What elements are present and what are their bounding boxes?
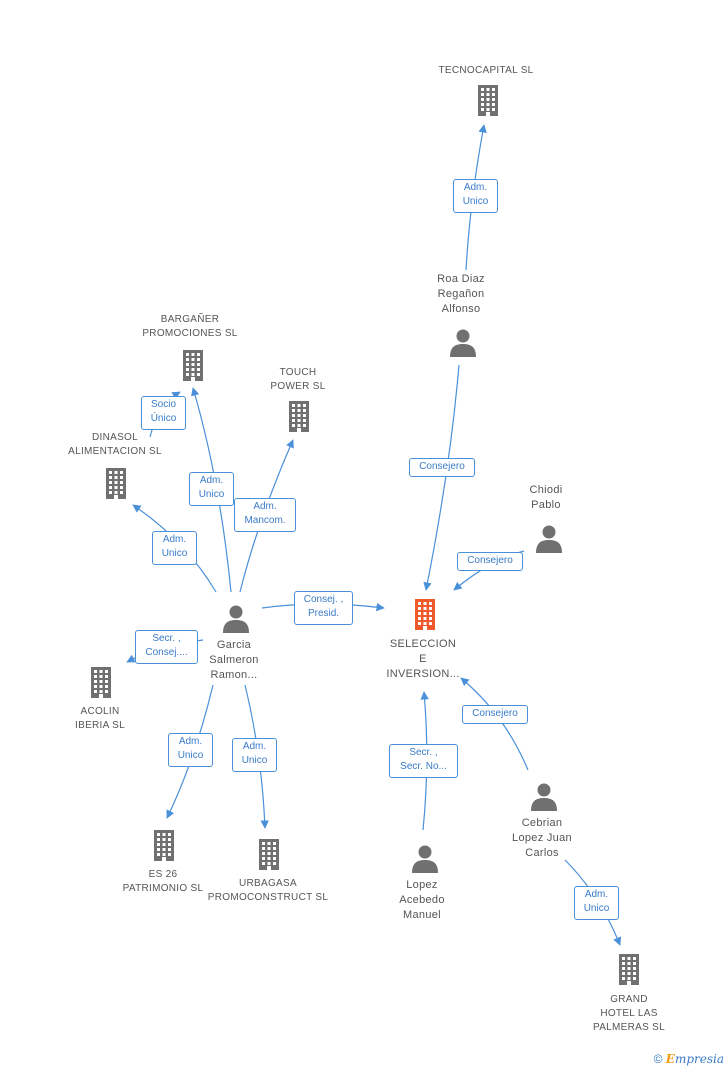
relation-label-roa-tecnocapital[interactable]: Adm. Unico (453, 179, 498, 213)
building-icon[interactable] (612, 953, 646, 987)
edge-cebrian-seleccion (460, 677, 529, 771)
building-icon[interactable] (84, 666, 118, 700)
relation-label-roa-seleccion[interactable]: Consejero (409, 458, 475, 477)
node-label-lopez[interactable]: Lopez Acebedo Manuel (399, 879, 445, 921)
footer-brand: © Empresia (654, 1052, 724, 1066)
node-label-seleccion[interactable]: SELECCION E INVERSION... (386, 638, 460, 680)
relation-label-garcia-touch[interactable]: Adm. Mancom. (234, 498, 296, 532)
building-icon[interactable] (252, 838, 286, 872)
node-label-grand[interactable]: GRAND HOTEL LAS PALMERAS SL (592, 994, 666, 1033)
node-label-roa[interactable]: Roa Diaz Regañon Alfonso (437, 273, 485, 315)
building-icon[interactable] (471, 84, 505, 118)
node-label-acolin[interactable]: ACOLIN IBERIA SL (75, 706, 125, 731)
building-icon[interactable] (147, 829, 181, 863)
node-label-urbagasa[interactable]: URBAGASA PROMOCONSTRUCT SL (207, 878, 329, 903)
relation-label-garcia-dinasol[interactable]: Adm. Unico (152, 531, 197, 565)
person-icon[interactable] (408, 841, 442, 875)
building-icon[interactable] (282, 400, 316, 434)
person-icon[interactable] (527, 779, 561, 813)
relation-label-socio-unico[interactable]: Socio Único (141, 396, 186, 430)
relation-label-garcia-es26[interactable]: Adm. Unico (168, 733, 213, 767)
edge-roa-seleccion (423, 364, 460, 591)
node-label-es26[interactable]: ES 26 PATRIMONIO SL (122, 869, 204, 894)
node-label-chiodi[interactable]: Chiodi Pablo (529, 484, 563, 511)
relation-label-chiodi-seleccion[interactable]: Consejero (457, 552, 523, 571)
copyright-icon: © (653, 1052, 663, 1066)
relation-label-garcia-seleccion[interactable]: Consej. , Presid. (294, 591, 353, 625)
empresia-logo: Empresia (665, 1052, 724, 1066)
person-icon[interactable] (446, 325, 480, 359)
node-label-touch[interactable]: TOUCH POWER SL (270, 367, 326, 392)
building-icon[interactable] (99, 467, 133, 501)
person-icon[interactable] (532, 521, 566, 555)
relation-label-cebrian-seleccion[interactable]: Consejero (462, 705, 528, 724)
relation-label-lopez-seleccion[interactable]: Secr. , Secr. No... (389, 744, 458, 778)
relation-label-garcia-urbagasa[interactable]: Adm. Unico (232, 738, 277, 772)
node-label-tecnocapital[interactable]: TECNOCAPITAL SL (438, 65, 534, 76)
node-label-cebrian[interactable]: Cebrian Lopez Juan Carlos (512, 817, 572, 859)
node-label-garcia[interactable]: Garcia Salmeron Ramon... (209, 639, 259, 681)
node-label-dinasol[interactable]: DINASOL ALIMENTACION SL (68, 432, 162, 457)
relation-label-cebrian-grand[interactable]: Adm. Unico (574, 886, 619, 920)
building-icon[interactable] (176, 349, 210, 383)
person-icon[interactable] (219, 601, 253, 635)
node-label-barganer[interactable]: BARGAÑER PROMOCIONES SL (142, 314, 238, 339)
relation-label-garcia-acolin[interactable]: Secr. , Consej.... (135, 630, 198, 664)
relation-label-garcia-barganer[interactable]: Adm. Unico (189, 472, 234, 506)
building-icon[interactable] (408, 598, 442, 632)
